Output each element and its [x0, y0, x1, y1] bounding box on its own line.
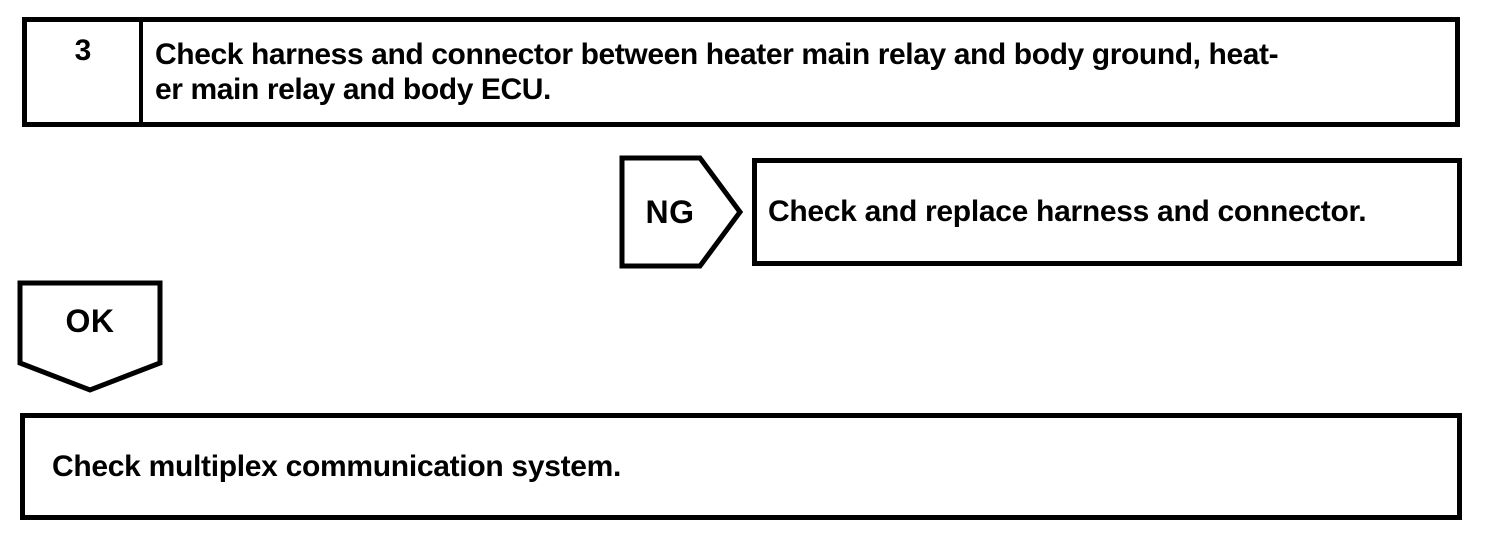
- ok-connector-label: OK: [65, 303, 115, 339]
- ng-action-box: Check and replace harness and connector.: [752, 158, 1462, 266]
- step-number: 3: [27, 22, 143, 122]
- next-step-box: Check multiplex communication system.: [20, 413, 1462, 520]
- ng-connector: NG: [619, 155, 743, 269]
- ng-arrow-right-icon: [619, 155, 743, 269]
- next-step-text: Check multiplex communication system.: [52, 449, 622, 483]
- step-instruction: Check harness and connector between heat…: [143, 22, 1455, 122]
- ok-arrow-down-icon: [17, 280, 163, 393]
- step-instruction-line-2: er main relay and body ECU.: [155, 73, 551, 106]
- ng-action-text: Check and replace harness and connector.: [768, 195, 1367, 228]
- step-instruction-line-1: Check harness and connector between heat…: [155, 38, 1279, 71]
- step-box: 3 Check harness and connector between he…: [22, 17, 1460, 127]
- ok-connector: OK: [17, 280, 163, 393]
- ng-connector-label: NG: [645, 193, 695, 230]
